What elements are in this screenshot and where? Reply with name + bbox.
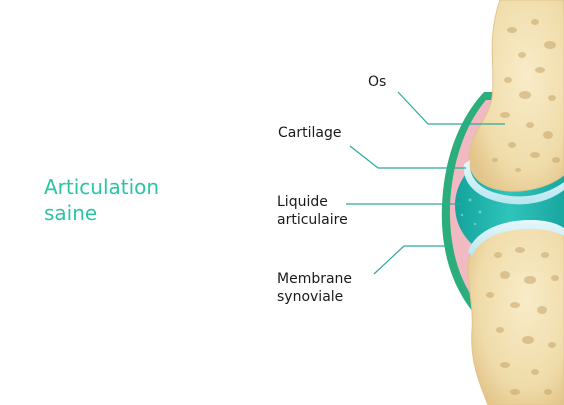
label-os-text: Os — [368, 74, 387, 90]
label-cartilage: Cartilage — [278, 124, 341, 142]
label-liquide-articulaire: Liquide articulaire — [277, 193, 348, 229]
label-os: Os — [368, 73, 386, 91]
label-liquide-line-1: Liquide — [277, 194, 328, 210]
lower-bone-pores — [486, 247, 559, 395]
leader-lines — [346, 91, 505, 275]
fluid-particles — [460, 198, 482, 226]
upper-bone-pores — [492, 19, 560, 172]
label-membrane-line-1: Membrane — [277, 271, 353, 287]
lower-cartilage — [468, 220, 564, 256]
leader-line-os — [397, 91, 505, 125]
leader-line-cartilage — [349, 145, 466, 169]
diagram-title: Articulation saine — [44, 174, 159, 226]
label-cartilage-text: Cartilage — [278, 125, 342, 141]
label-membrane-synoviale: Membrane synoviale — [277, 270, 352, 306]
lower-bone — [467, 227, 564, 405]
label-membrane-line-2: synoviale — [277, 289, 344, 305]
upper-bone — [468, 0, 564, 192]
upper-cartilage — [463, 160, 564, 205]
label-liquide-line-2: articulaire — [277, 212, 348, 228]
title-line-2: saine — [44, 201, 98, 225]
title-line-1: Articulation — [44, 175, 160, 199]
leader-line-membrane — [373, 245, 445, 275]
